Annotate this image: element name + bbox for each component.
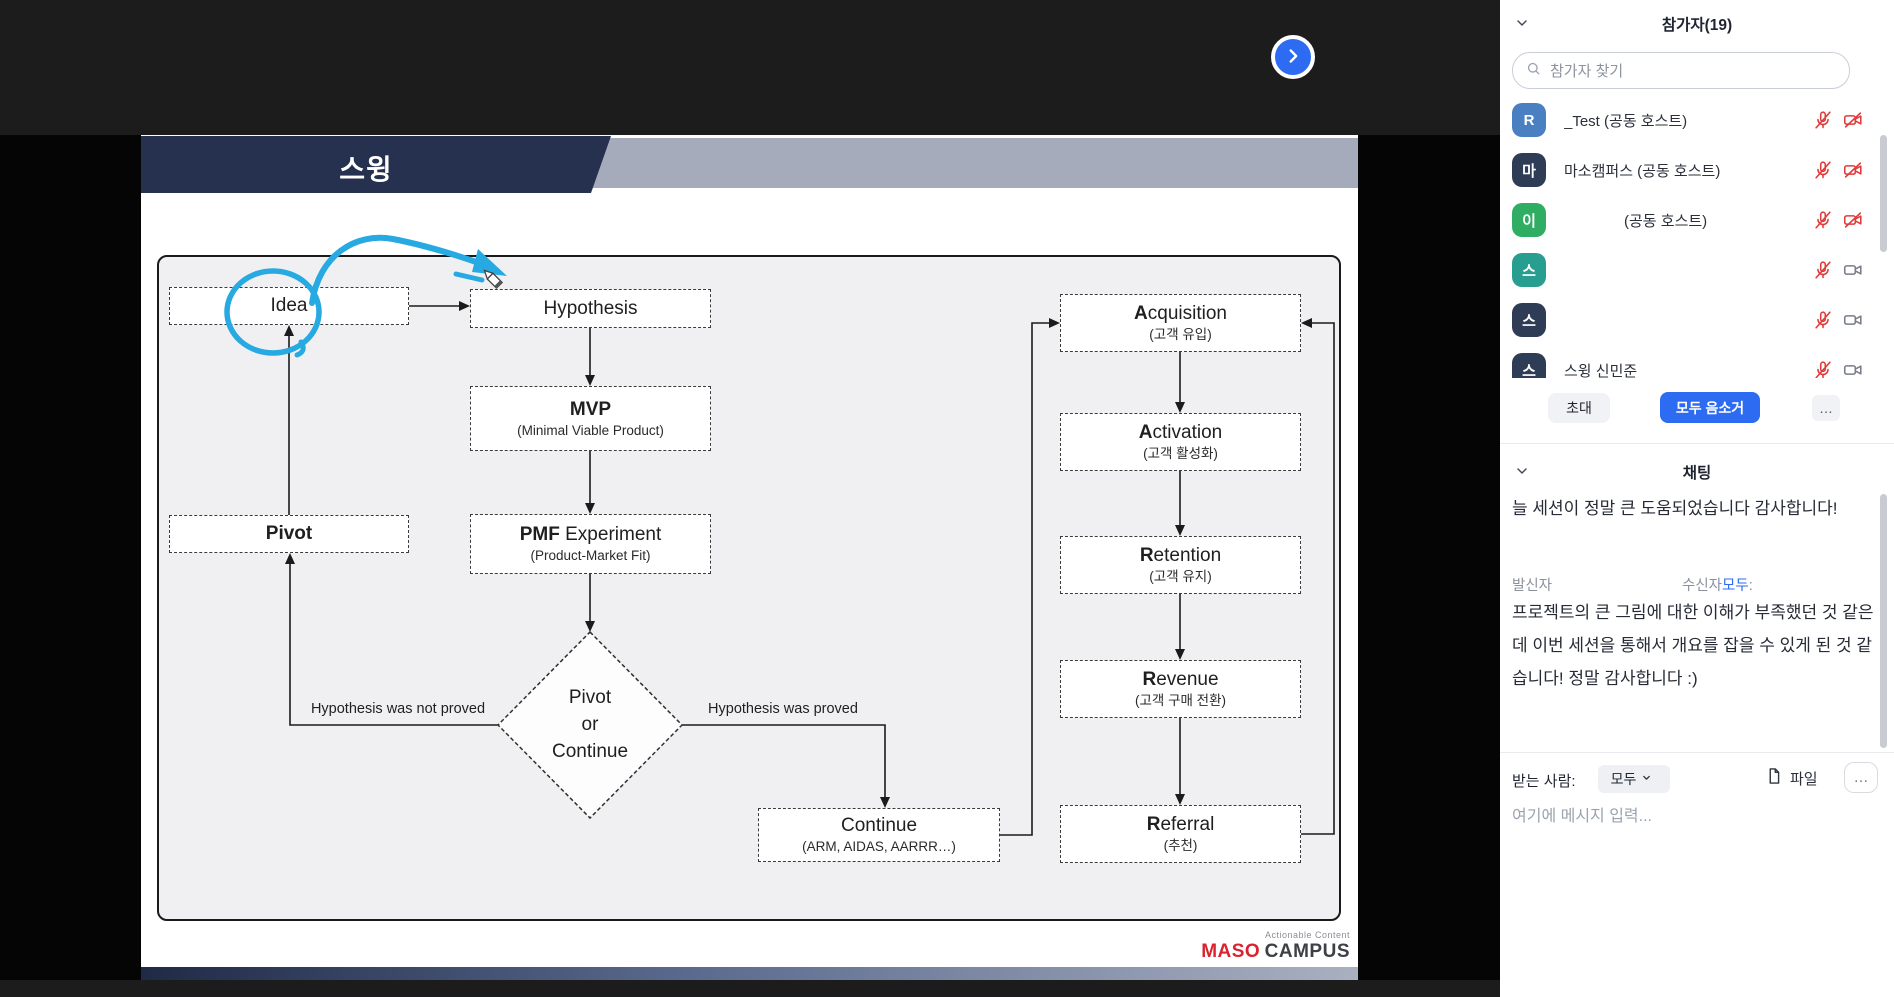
section-divider [1500, 443, 1894, 444]
participants-more-button[interactable]: … [1812, 395, 1840, 421]
chat-message: 프로젝트의 큰 그림에 대한 이해가 부족했던 것 같은데 이번 세션을 통해서… [1512, 603, 1874, 688]
box-revenue: Revenue (고객 구매 전환) [1060, 660, 1301, 718]
avatar: 스 [1512, 303, 1546, 337]
participant-name: 스윙 신민준 [1564, 362, 1638, 380]
box-referral: Referral (추천) [1060, 805, 1301, 863]
participant-row[interactable]: 이 (공동 호스트) [1500, 198, 1894, 242]
panel-expand-button[interactable] [1271, 35, 1315, 79]
participant-search-input[interactable]: 참가자 찾기 [1512, 52, 1850, 89]
search-icon [1525, 60, 1542, 82]
mic-muted-icon [1812, 209, 1834, 231]
box-acquisition: Acquisition (고객 유입) [1060, 294, 1301, 352]
participant-row[interactable]: 스 [1500, 248, 1894, 292]
box-mvp: MVP (Minimal Viable Product) [470, 386, 711, 451]
file-attach-button[interactable]: 파일 [1764, 766, 1818, 791]
sender-label: 발신자 [1512, 578, 1553, 594]
chat-title: 채팅 [1682, 465, 1712, 482]
camera-on-icon [1842, 359, 1864, 381]
diagram-edges [284, 301, 1335, 836]
decision-diamond-label: Pivot or Continue [551, 687, 629, 762]
stage-top-bar [0, 0, 1500, 135]
mic-muted-icon [1812, 309, 1834, 331]
participant-row[interactable]: 마 마소캠퍼스 (공동 호스트) [1500, 148, 1894, 192]
box-hypothesis: Hypothesis [470, 289, 711, 328]
chevron-right-icon [1282, 45, 1304, 70]
recipient-everyone-link[interactable]: 모두 [1722, 578, 1749, 594]
camera-off-icon [1842, 159, 1864, 181]
mute-all-button[interactable]: 모두 음소거 [1660, 392, 1760, 423]
flow-diagram-panel: Idea Hypothesis MVP (Minimal Viable Prod… [157, 255, 1341, 921]
chevron-down-icon[interactable] [1514, 15, 1530, 31]
recipient-field-label: 받는 사람: [1512, 773, 1576, 790]
participant-name: _Test (공동 호스트) [1564, 112, 1688, 130]
message-input[interactable]: 여기에 메시지 입력... [1512, 808, 1652, 825]
participant-row[interactable]: R _Test (공동 호스트) [1500, 98, 1894, 142]
participants-header: 참가자(19) [1500, 8, 1894, 36]
camera-off-icon [1842, 209, 1864, 231]
box-activation: Activation (고객 활성화) [1060, 413, 1301, 471]
mic-muted-icon [1812, 159, 1834, 181]
chevron-down-icon [1640, 771, 1653, 787]
box-idea: Idea [169, 287, 409, 325]
avatar: 이 [1512, 203, 1546, 237]
chat-message-meta: 발신자 수신자모두: [1512, 578, 1753, 594]
box-pmf-experiment: PMF Experiment (Product-Market Fit) [470, 514, 711, 574]
slide-header-navy-banner [141, 136, 611, 193]
box-pivot: Pivot [169, 515, 409, 553]
participant-name: 마소캠퍼스 (공동 호스트) [1564, 162, 1721, 180]
chat-header: 채팅 [1500, 456, 1894, 484]
avatar: 마 [1512, 153, 1546, 187]
recipient-dropdown[interactable]: 모두 [1598, 765, 1670, 793]
camera-on-icon [1842, 259, 1864, 281]
slide-title: 스윙 [339, 154, 393, 185]
file-icon [1764, 766, 1784, 791]
composer-divider [1500, 752, 1894, 753]
composer-more-button[interactable]: … [1844, 762, 1878, 793]
participant-name: (공동 호스트) [1624, 212, 1708, 230]
camera-on-icon [1842, 309, 1864, 331]
participant-row[interactable]: 스 [1500, 298, 1894, 342]
meeting-sidebar: 참가자(19) 참가자 찾기 R _Test (공동 호스트) 마 마소캠퍼스 … [1500, 0, 1894, 997]
maso-campus-logo: Actionable Content MASO CAMPUS [1201, 930, 1350, 962]
box-retention: Retention (고객 유지) [1060, 536, 1301, 594]
search-placeholder: 참가자 찾기 [1550, 63, 1624, 80]
camera-off-icon [1842, 109, 1864, 131]
recipient-label: 수신자 [1682, 578, 1723, 594]
box-continue: Continue (ARM, AIDAS, AARRR…) [758, 808, 1000, 862]
slide-footer-gradient-bar [141, 967, 1358, 980]
avatar: R [1512, 103, 1546, 137]
mic-muted-icon [1812, 359, 1834, 381]
invite-button[interactable]: 초대 [1548, 393, 1610, 423]
slide: 스윙 [141, 135, 1358, 980]
mic-muted-icon [1812, 109, 1834, 131]
decision-diamond [496, 630, 684, 820]
chat-scrollbar[interactable] [1880, 494, 1887, 748]
mic-muted-icon [1812, 259, 1834, 281]
edge-label-not-proved: Hypothesis was not proved [310, 701, 486, 717]
chevron-down-icon[interactable] [1514, 463, 1530, 479]
participants-scrollbar[interactable] [1880, 135, 1887, 252]
presentation-stage: 스윙 [0, 0, 1500, 997]
chat-message: 늘 세션이 정말 큰 도움되었습니다 감사합니다! [1512, 499, 1838, 518]
avatar: 스 [1512, 253, 1546, 287]
participants-title: 참가자(19) [1661, 17, 1733, 34]
edge-label-proved: Hypothesis was proved [708, 701, 858, 717]
stage-bottom-bar [0, 980, 1500, 997]
